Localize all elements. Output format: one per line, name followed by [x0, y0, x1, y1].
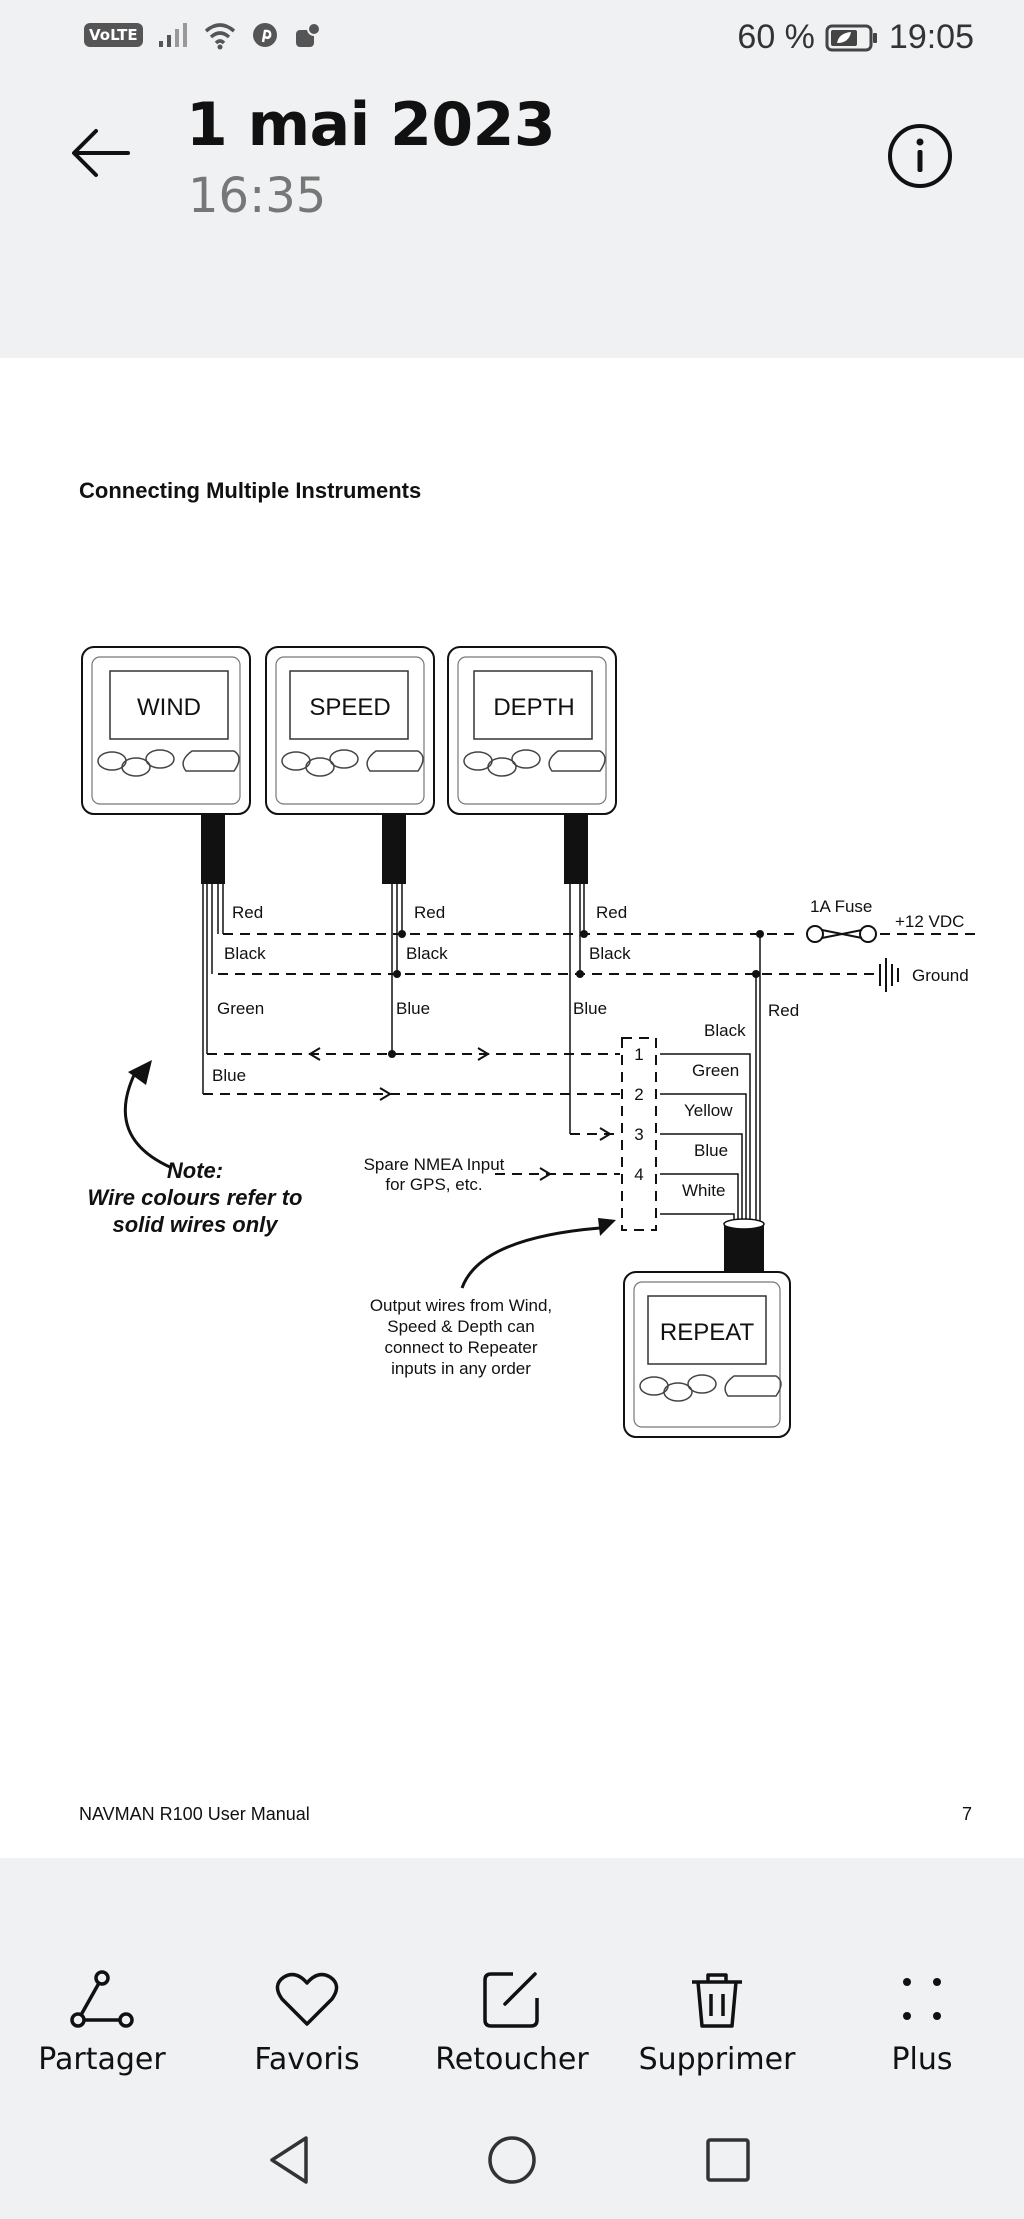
terminal-1: 1	[634, 1045, 643, 1064]
instrument-cables	[201, 814, 588, 884]
ground-label: Ground	[912, 966, 969, 985]
wifi-icon	[204, 23, 235, 50]
ground-symbol	[879, 958, 899, 992]
repeater-white-label: White	[682, 1181, 725, 1200]
instrument-repeat: REPEAT	[623, 1271, 791, 1438]
nav-home-icon	[488, 2136, 536, 2184]
spare-line2: for GPS, etc.	[385, 1175, 482, 1194]
nav-home-button[interactable]	[482, 2130, 542, 2190]
signal-icon	[158, 23, 187, 47]
wind-blue-label: Blue	[212, 1066, 246, 1085]
share-icon	[70, 1970, 134, 2028]
battery-icon	[825, 24, 877, 51]
heart-icon	[275, 1972, 339, 2026]
instrument-speed: SPEED	[265, 646, 435, 815]
volte-badge: VoLTE	[84, 23, 143, 47]
back-button[interactable]	[66, 118, 136, 188]
repeater-red-label: Red	[768, 1001, 799, 1020]
speed-red-label: Red	[414, 903, 445, 922]
favorites-button[interactable]: Favoris	[207, 1970, 407, 2077]
note-line2: solid wires only	[112, 1212, 279, 1237]
more-button[interactable]: Plus	[822, 1970, 1022, 2077]
solid-wires	[202, 884, 761, 1224]
repeater-cable	[724, 1224, 764, 1272]
nav-back-button[interactable]	[260, 2130, 320, 2190]
battery-percent: 60 %	[737, 18, 815, 56]
status-right: 60 % 19:05	[737, 18, 974, 57]
wiring-diagram: WIND SPEED DEPTH	[81, 646, 978, 1438]
note-title: Note:	[167, 1158, 223, 1183]
info-icon	[888, 124, 952, 188]
favorites-label: Favoris	[254, 2042, 360, 2077]
instrument-depth: DEPTH	[447, 646, 617, 815]
edit-icon	[483, 1972, 539, 2028]
depth-black-label: Black	[589, 944, 631, 963]
status-left-icons: VoLTE	[84, 20, 323, 50]
output-line3: connect to Repeater	[384, 1338, 537, 1357]
instrument-wind: WIND	[81, 646, 251, 815]
junction-dots	[388, 930, 764, 1058]
terminal-2: 2	[634, 1085, 643, 1104]
edit-label: Retoucher	[435, 2042, 589, 2077]
more-dots-icon	[903, 1978, 941, 2020]
photo-date-title: 1 mai 2023	[186, 90, 556, 160]
repeat-label: REPEAT	[660, 1319, 755, 1346]
repeater-yellow-label: Yellow	[684, 1101, 733, 1120]
wind-red-label: Red	[232, 903, 263, 922]
supply-label: +12 VDC	[895, 912, 964, 931]
speed-black-label: Black	[406, 944, 448, 963]
more-label: Plus	[891, 2042, 953, 2077]
repeater-blue-label: Blue	[694, 1141, 728, 1160]
nav-recents-icon	[706, 2138, 750, 2182]
repeater-black-label: Black	[704, 1021, 746, 1040]
fuse-label: 1A Fuse	[810, 897, 872, 916]
depth-label: DEPTH	[493, 694, 574, 721]
edit-button[interactable]: Retoucher	[412, 1970, 612, 2077]
photo-viewer-image[interactable]: Connecting Multiple Instruments WIND SPE…	[0, 358, 1024, 1858]
fuse-symbol	[806, 925, 877, 943]
terminal-4: 4	[634, 1165, 643, 1184]
note-line1: Wire colours refer to	[88, 1185, 303, 1210]
output-line1: Output wires from Wind,	[370, 1296, 552, 1315]
arrowheads	[308, 1047, 612, 1181]
clock: 19:05	[888, 18, 974, 56]
nav-back-icon	[270, 2136, 308, 2184]
output-line4: inputs in any order	[391, 1359, 531, 1378]
share-button[interactable]: Partager	[2, 1970, 202, 2077]
trash-icon	[692, 1973, 742, 2028]
pinterest-icon	[252, 23, 277, 47]
back-arrow-icon	[72, 129, 130, 177]
speed-blue-label: Blue	[396, 999, 430, 1018]
document-page-number: 7	[962, 1804, 973, 1824]
photo-time-subtitle: 16:35	[188, 168, 327, 224]
depth-blue-label: Blue	[573, 999, 607, 1018]
speed-label: SPEED	[309, 694, 390, 721]
document-heading: Connecting Multiple Instruments	[79, 478, 422, 503]
delete-label: Supprimer	[638, 2042, 796, 2077]
bus-wires	[203, 933, 978, 1231]
wind-label: WIND	[137, 694, 201, 721]
delete-button[interactable]: Supprimer	[617, 1970, 817, 2077]
document-footer-title: NAVMAN R100 User Manual	[79, 1804, 310, 1824]
nav-recents-button[interactable]	[698, 2130, 758, 2190]
depth-red-label: Red	[596, 903, 627, 922]
terminal-3: 3	[634, 1125, 643, 1144]
spare-line1: Spare NMEA Input	[364, 1155, 505, 1174]
wind-black-label: Black	[224, 944, 266, 963]
status-bar: VoLTE 60 % 19:05	[0, 0, 1024, 80]
repeater-green-label: Green	[692, 1061, 739, 1080]
share-label: Partager	[38, 2042, 166, 2077]
notification-app-icon	[295, 22, 321, 47]
info-button[interactable]	[886, 122, 954, 190]
wind-green-label: Green	[217, 999, 264, 1018]
output-line2: Speed & Depth can	[387, 1317, 534, 1336]
